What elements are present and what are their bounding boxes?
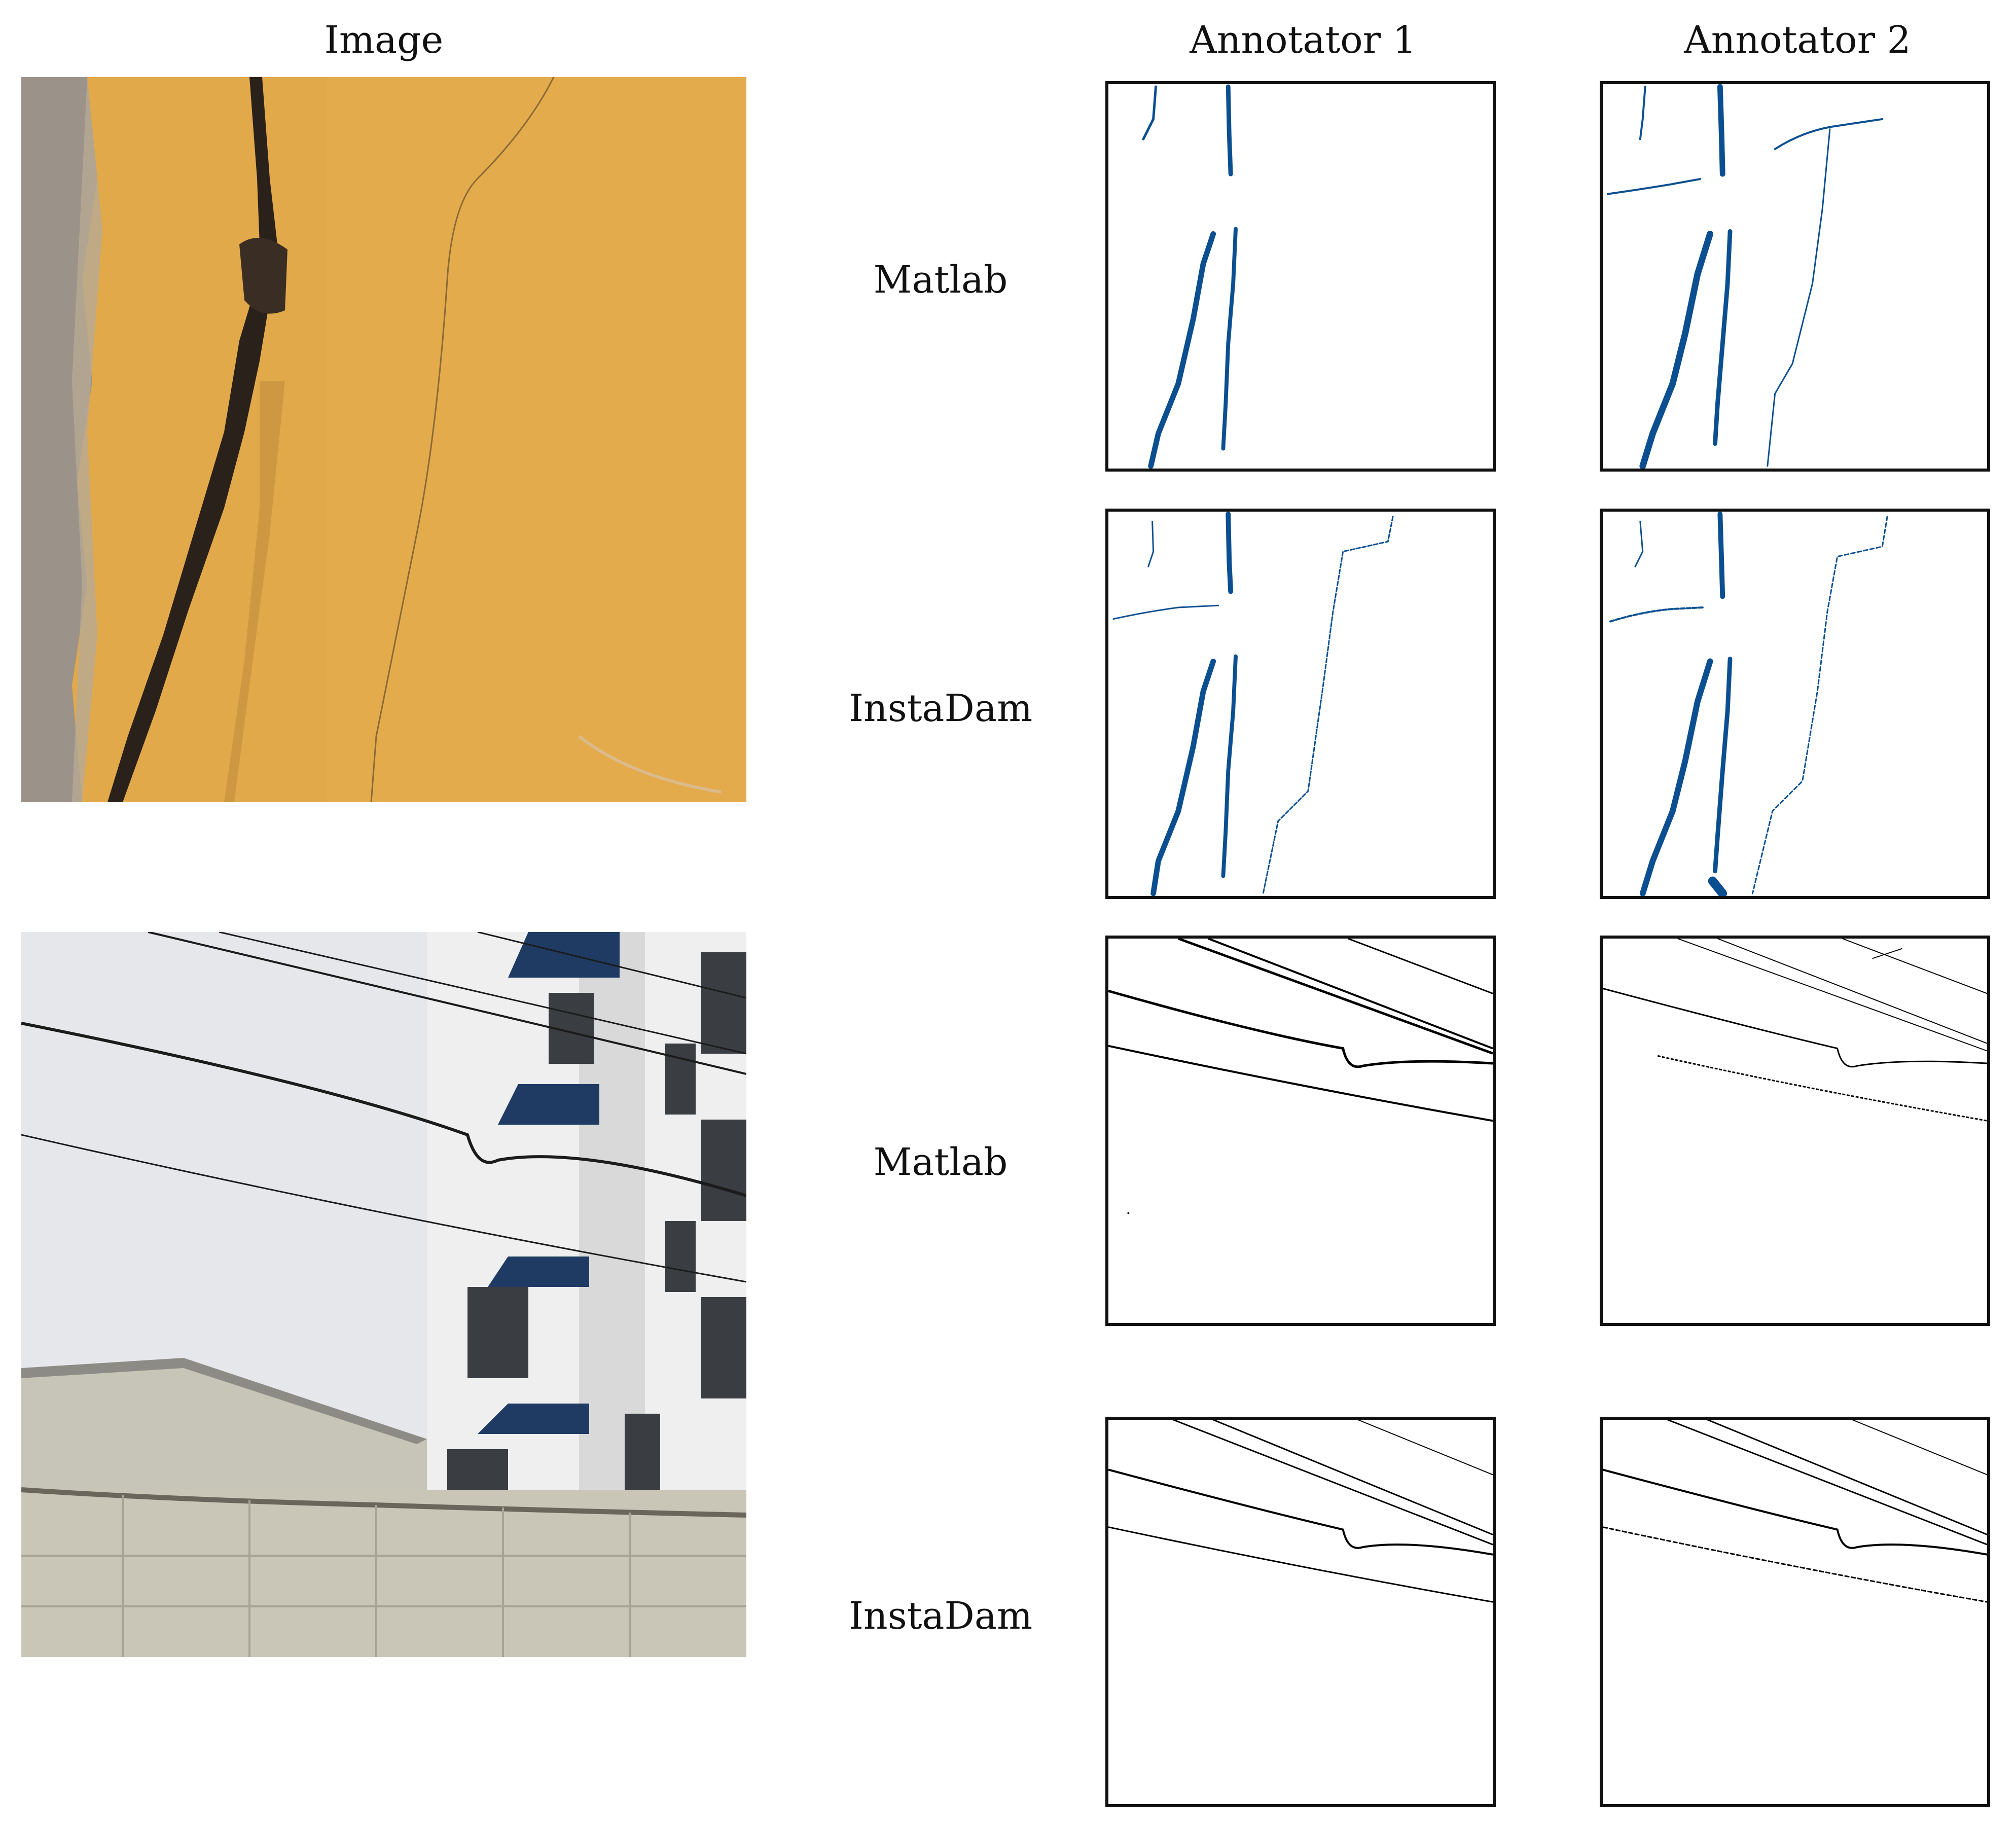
matlab-annotator2-crack-mask	[1600, 81, 1990, 472]
matlab-annotator1-wire-mask	[1105, 936, 1496, 1326]
instadam-annotator2-wire-mask	[1600, 1417, 1990, 1807]
crack-mask-svg	[1609, 512, 1888, 896]
crack-wall-photo	[21, 77, 746, 802]
instadam-annotator2-crack-mask	[1600, 509, 1990, 899]
crack-mask-svg	[1112, 512, 1394, 896]
row-label-matlab-crack: Matlab	[873, 258, 1008, 302]
annotator-1-column-header: Annotator 1	[1190, 18, 1417, 62]
crack-mask-svg	[1606, 84, 1884, 469]
row-label-matlab-wires: Matlab	[873, 1140, 1008, 1184]
crack-wall-image	[21, 77, 746, 802]
crack-mask-svg	[1142, 84, 1238, 469]
matlab-annotator2-wire-mask	[1600, 936, 1990, 1326]
wire-mask-svg	[1603, 1420, 1987, 1603]
image-column-header: Image	[324, 18, 444, 62]
matlab-annotator1-crack-mask	[1105, 81, 1496, 472]
wire-mask-svg	[1108, 939, 1493, 1214]
row-label-instadam-crack: InstaDam	[848, 687, 1033, 730]
building-wires-image	[21, 932, 746, 1657]
wire-mask-svg	[1108, 1420, 1493, 1603]
instadam-annotator1-crack-mask	[1105, 509, 1496, 899]
building-wires-photo	[21, 932, 746, 1657]
row-label-instadam-wires: InstaDam	[848, 1594, 1033, 1638]
wire-mask-svg	[1603, 939, 1987, 1122]
instadam-annotator1-wire-mask	[1105, 1417, 1496, 1807]
annotator-2-column-header: Annotator 2	[1684, 18, 1911, 62]
